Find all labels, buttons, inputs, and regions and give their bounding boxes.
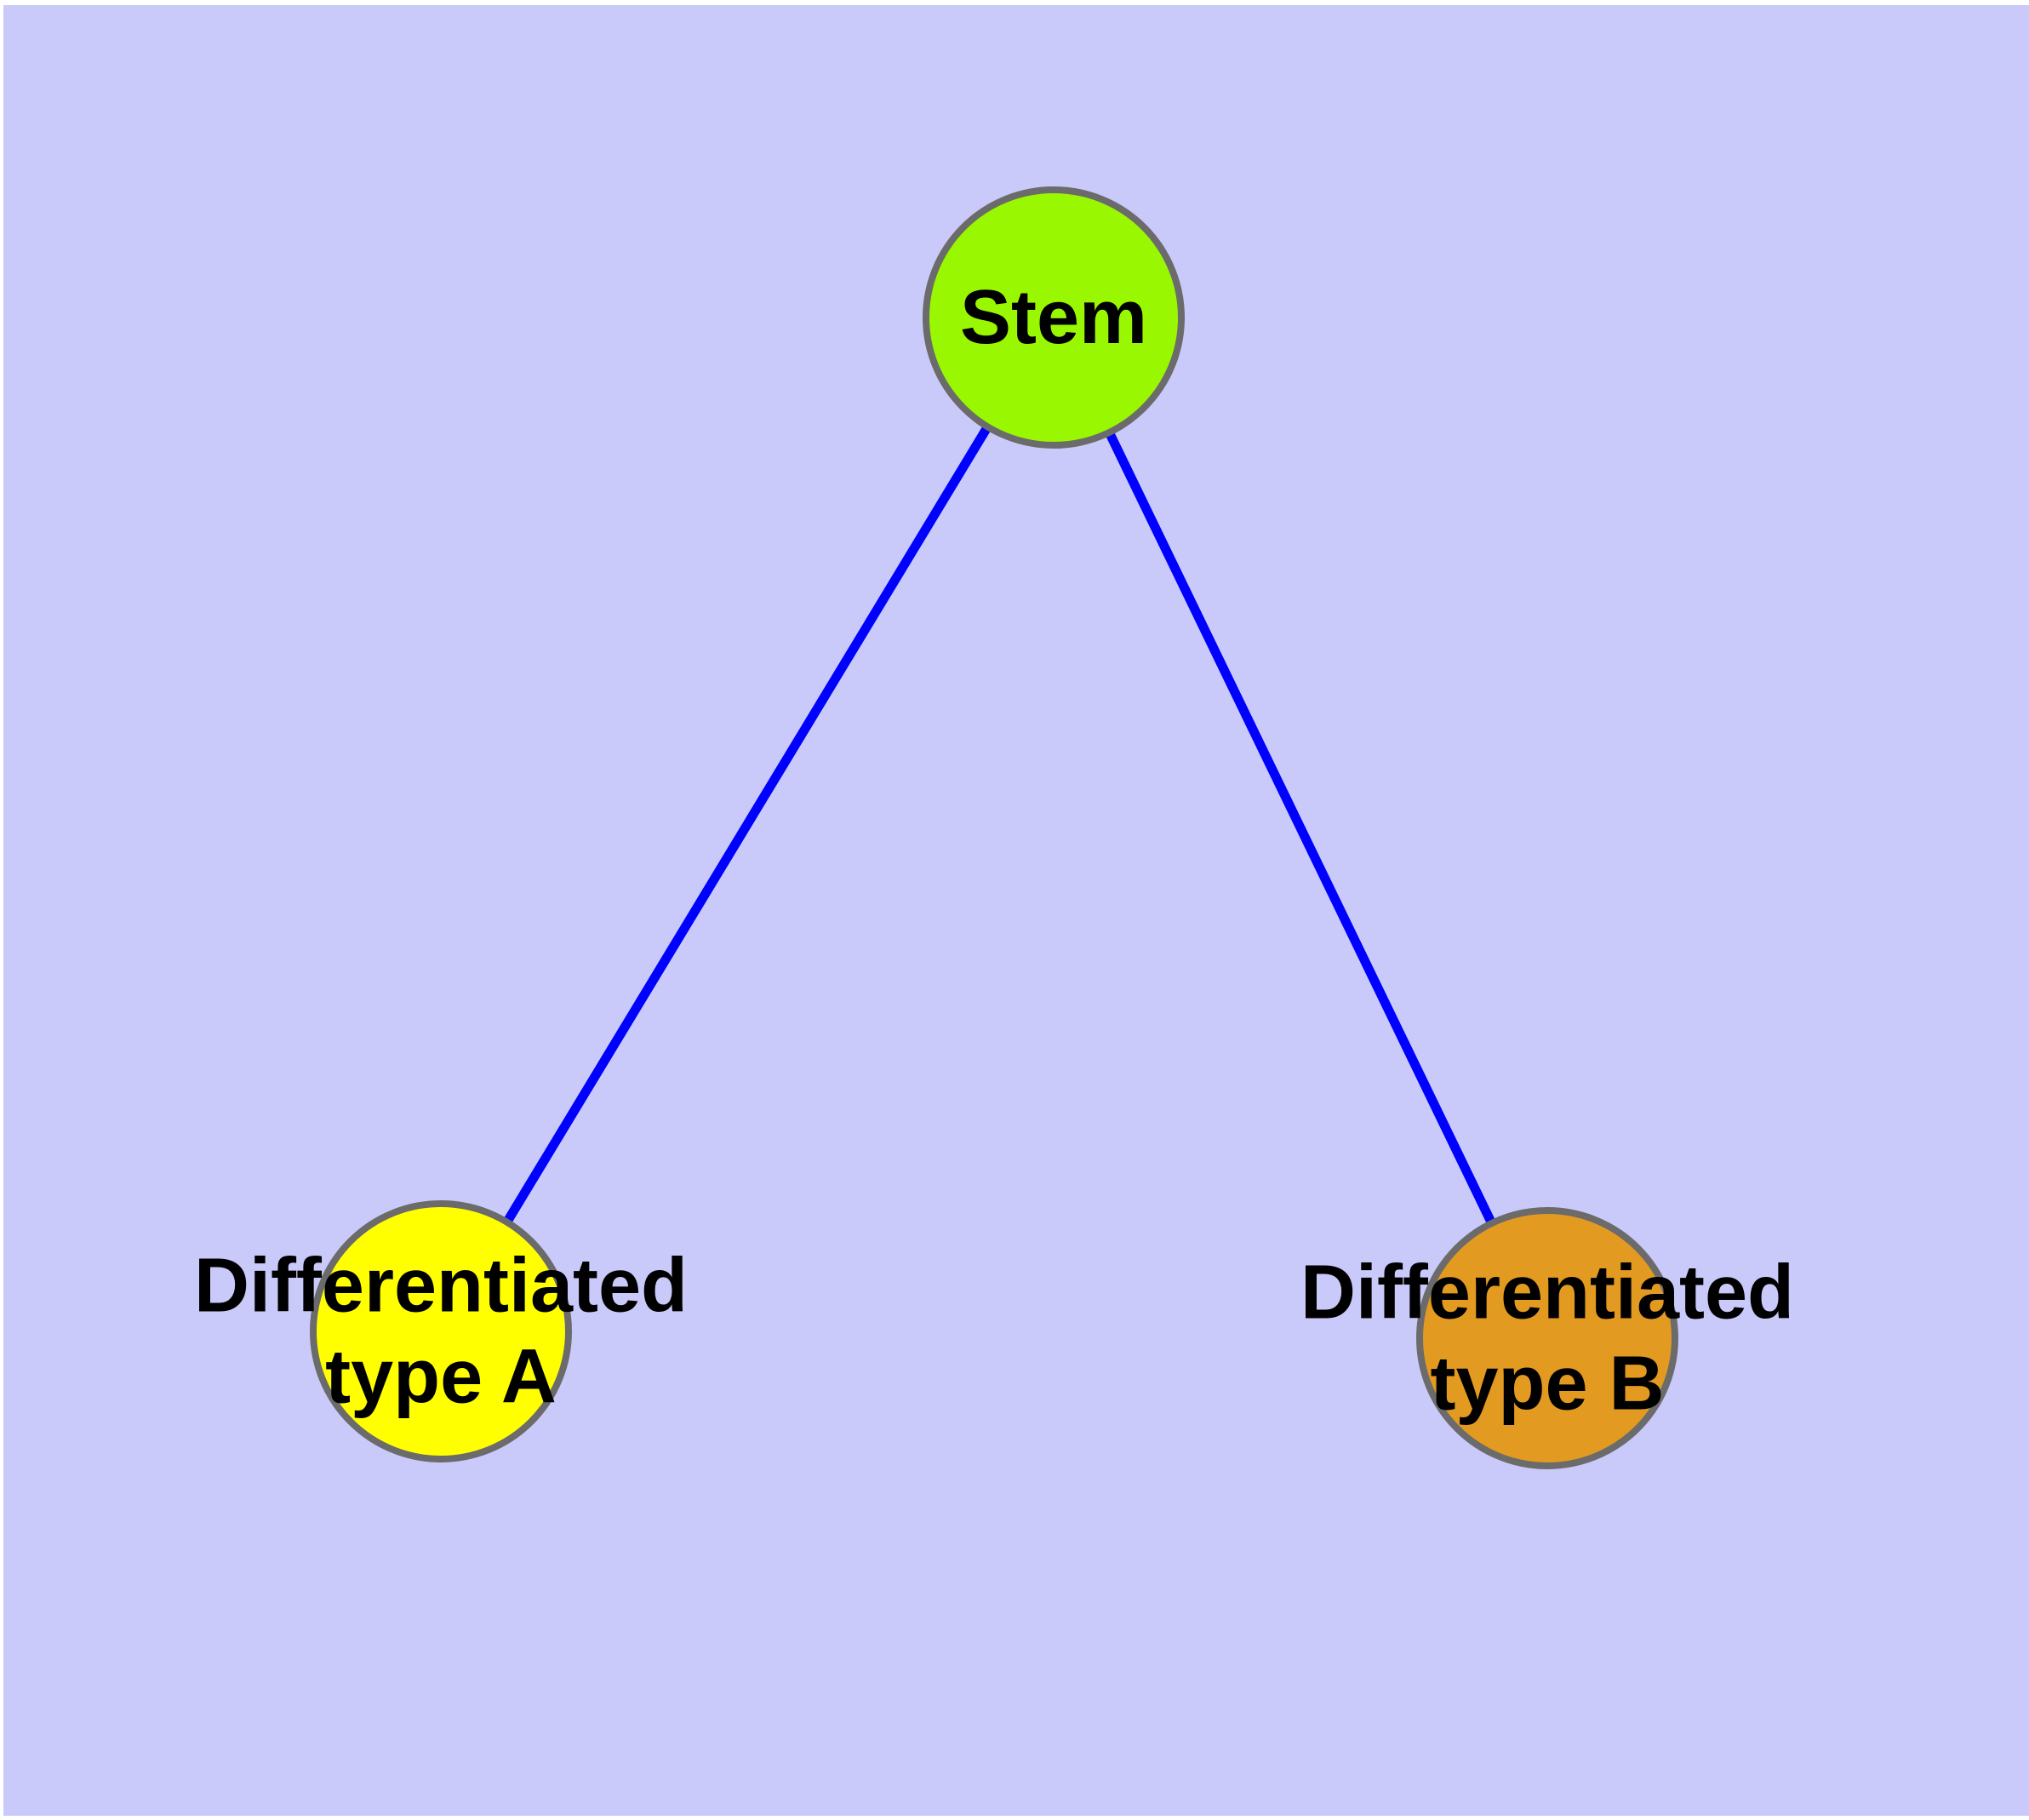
node-differentiated-type-b: Differentiated type B [1300,1207,1794,1469]
node-differentiated-type-a: Differentiated type A [194,1200,688,1462]
stem-node-label: Stem [960,275,1147,360]
differentiated-type-b-node-circle [1416,1207,1678,1469]
differentiated-type-a-node-circle [310,1200,572,1462]
node-stem: Stem [923,186,1185,449]
differentiated-type-a-label-line1: Differentiated [194,1244,688,1329]
edge-stem-to-type-a [437,315,1058,1334]
edge-stem-to-type-b [1049,315,1552,1341]
stem-node-circle [923,186,1185,449]
differentiated-type-b-label-line1: Differentiated [1300,1251,1794,1336]
differentiated-type-b-label-line2: type B [1430,1342,1664,1427]
differentiated-type-a-label-line2: type A [325,1335,557,1420]
